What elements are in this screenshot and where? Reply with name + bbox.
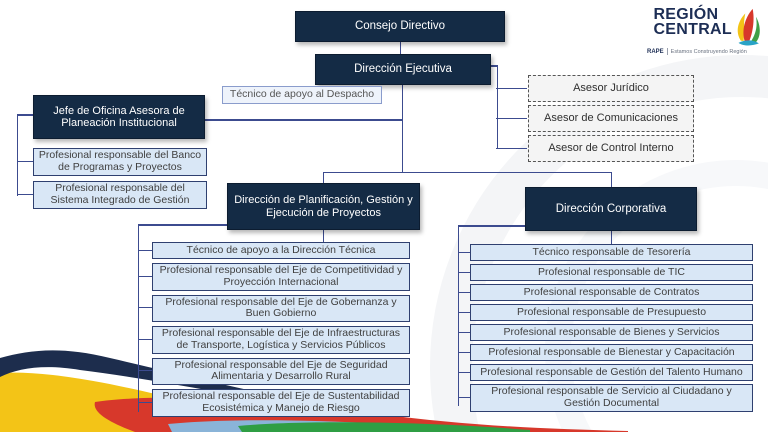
flame-leaf-icon [737, 8, 760, 46]
node-corporate-child: Profesional responsable de Gestión del T… [458, 364, 753, 381]
node-tecnico-despacho: Técnico de apoyo al Despacho [222, 86, 382, 104]
node-corporate-child: Profesional responsable de TIC [458, 264, 753, 281]
logo-word-region: REGIÓN [653, 6, 719, 23]
node-projects-child: Profesional responsable del Eje de Compe… [138, 263, 410, 291]
node-planning-child: Profesional responsable del Banco de Pro… [17, 148, 207, 176]
node-direccion-proyectos: Dirección de Planificación, Gestión y Ej… [227, 183, 420, 230]
node-consejo-directivo: Consejo Directivo [295, 11, 505, 42]
connector-executive-trunk [401, 85, 403, 172]
tagline-slogan: Estamos Construyendo Región [670, 48, 747, 55]
node-corporate-child: Profesional responsable de Servicio al C… [458, 384, 753, 412]
node-projects-child: Profesional responsable del Eje de Segur… [138, 357, 410, 385]
connector-planning-bracket [16, 114, 18, 196]
logo-tagline: RAPE Estamos Construyendo Región [642, 48, 760, 55]
node-projects-child: Profesional responsable del Eje de Suste… [138, 389, 410, 417]
region-central-logo: REGIÓN CENTRAL RAPE Estamos Construyendo… [642, 6, 760, 55]
connector-drop-corporate [610, 172, 612, 187]
connector-corporate-firstchild [610, 231, 612, 244]
node-advisor: Asesor de Comunicaciones [496, 105, 694, 132]
node-corporate-child: Profesional responsable de Bienes y Serv… [458, 324, 753, 341]
node-advisor: Asesor de Control Interno [496, 135, 694, 162]
node-direccion-ejecutiva: Dirección Ejecutiva [315, 54, 491, 85]
connector-planning-stub [17, 114, 33, 116]
node-projects-child: Técnico de apoyo a la Dirección Técnica [138, 242, 410, 259]
node-advisor: Asesor Jurídico [496, 75, 694, 102]
connector-planning-office [205, 119, 402, 121]
node-corporate-child: Profesional responsable de Bienestar y C… [458, 344, 753, 361]
node-jefe-planeacion: Jefe de Oficina Asesora de Planeación In… [33, 95, 205, 139]
node-direccion-corporativa: Dirección Corporativa [525, 187, 697, 231]
tagline-brand: RAPE [647, 48, 664, 55]
logo-word-central: CENTRAL [653, 20, 732, 38]
connector-projects-firstchild [322, 230, 324, 242]
tagline-divider [666, 48, 668, 55]
connector-corporate-bracket [457, 225, 459, 406]
connector-drop-projects [322, 172, 324, 183]
node-projects-child: Profesional responsable del Eje de Infra… [138, 326, 410, 354]
connector-projects-bracket [137, 224, 139, 412]
node-corporate-child: Profesional responsable de Contratos [458, 284, 753, 301]
node-projects-child: Profesional responsable del Eje de Gober… [138, 294, 410, 322]
planning-office-children: Profesional responsable del Banco de Pro… [17, 148, 207, 209]
node-corporate-child: Técnico responsable de Tesorería [458, 244, 753, 261]
connector-projects-bracket-top [138, 224, 227, 226]
connector-corporate-bracket-top [458, 225, 525, 227]
connector-advisors-trunk [496, 65, 498, 149]
connector-directions-branch [322, 171, 612, 173]
node-corporate-child: Profesional responsable de Presupuesto [458, 304, 753, 321]
node-planning-child: Profesional responsable del Sistema Inte… [17, 181, 207, 209]
connector-root-executive [399, 42, 401, 54]
connector-advisors-out [490, 65, 498, 67]
